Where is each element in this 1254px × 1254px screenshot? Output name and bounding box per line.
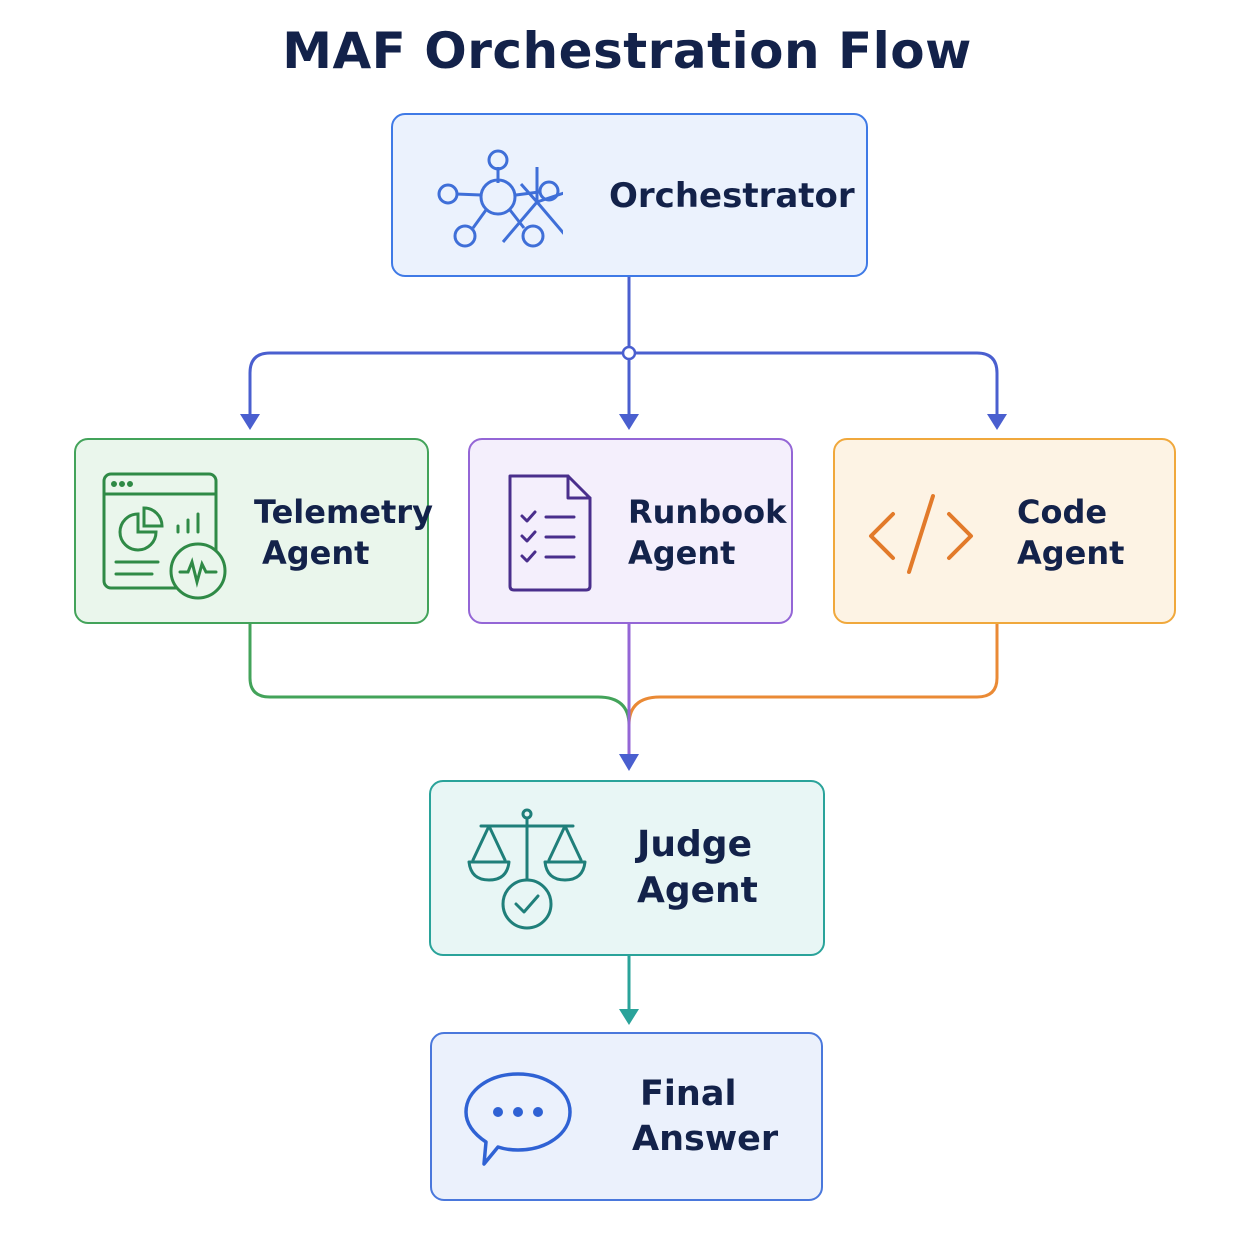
code-label-line1: Code (1017, 493, 1108, 531)
node-judge-agent: Judge Agent (429, 780, 825, 956)
telemetry-label-line1: Telemetry (254, 493, 433, 531)
judge-label: Judge Agent (637, 822, 758, 914)
scales-check-icon (467, 808, 587, 930)
node-final-answer: Final Answer (430, 1032, 823, 1201)
chat-bubble-icon (464, 1072, 572, 1166)
final-label: Final Answer (632, 1072, 778, 1162)
checklist-document-icon (508, 474, 592, 592)
arrowhead-final (619, 1009, 639, 1025)
telemetry-label: Telemetry Agent (254, 492, 433, 574)
code-brackets-icon (869, 494, 973, 574)
judge-label-line1: Judge (637, 824, 752, 865)
arrowhead-code (987, 414, 1007, 430)
branch-junction (621, 345, 637, 361)
node-runbook-agent: Runbook Agent (468, 438, 793, 624)
node-code-agent: Code Agent (833, 438, 1176, 624)
node-telemetry-agent: Telemetry Agent (74, 438, 433, 624)
edge-telemetry-to-judge (248, 624, 631, 726)
telemetry-label-line2: Agent (262, 533, 370, 572)
edge-orchestrator-to-code (634, 351, 999, 415)
edge-code-to-judge (627, 624, 999, 726)
dashboard-monitor-icon (102, 472, 227, 600)
arrowhead-runbook (619, 414, 639, 430)
runbook-label-line2: Agent (628, 533, 736, 572)
runbook-label: Runbook Agent (628, 492, 786, 574)
network-hub-icon (437, 149, 563, 248)
final-label-line1: Final (640, 1074, 737, 1114)
runbook-label-line1: Runbook (628, 493, 787, 531)
arrowhead-judge (619, 754, 639, 771)
diagram-title: MAF Orchestration Flow (282, 22, 972, 80)
edge-orchestrator-to-telemetry (248, 351, 624, 415)
judge-label-line2: Agent (637, 870, 758, 912)
arrowhead-telemetry (240, 414, 260, 430)
orchestrator-label: Orchestrator (609, 176, 855, 216)
code-label-line2: Agent (1017, 533, 1125, 572)
final-label-line2: Answer (632, 1118, 779, 1159)
node-orchestrator: Orchestrator (391, 113, 868, 277)
code-label: Code Agent (1017, 492, 1124, 574)
